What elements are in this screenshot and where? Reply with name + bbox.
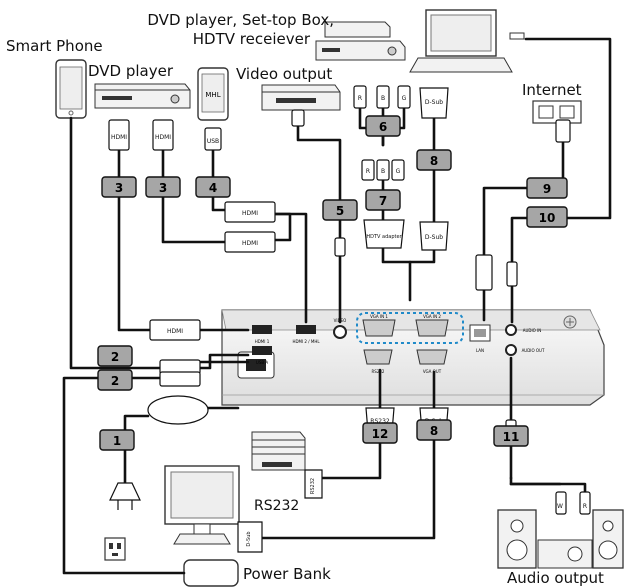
label-dvd-stb-line1: DVD player, Set-top Box, (86, 12, 334, 28)
r-text-top: R (358, 95, 362, 102)
hdmi-text-3: HDMI (167, 328, 183, 335)
hdtv-adapter-text: HDTV adapter (366, 234, 402, 240)
dsub-text-4: D-Sub (246, 531, 252, 546)
wall-outlet-icon (105, 538, 125, 560)
label-audio-output: Audio output (507, 570, 604, 586)
svg-text:2: 2 (111, 350, 119, 364)
monitor-icon (165, 466, 239, 544)
svg-text:8: 8 (430, 154, 438, 168)
port-label-audio-in: AUDIO IN (523, 328, 542, 333)
g-text-top: G (402, 95, 407, 102)
mhl-phone-icon: MHL (198, 68, 228, 120)
label-rs232: RS232 (254, 498, 299, 514)
badge-8b: 8 (417, 420, 451, 440)
hdmi-text-1: HDMI (111, 134, 127, 141)
r-text-bottom: R (366, 168, 370, 175)
svg-text:3: 3 (159, 181, 167, 195)
speakers-icon (498, 510, 623, 568)
badge-3b: 3 (146, 177, 180, 197)
b-text-bottom: B (381, 168, 385, 175)
b-text-top: B (381, 95, 385, 102)
label-smart-phone: Smart Phone (6, 38, 103, 54)
svg-text:7: 7 (379, 194, 387, 208)
port-label-hdmi1: HDMI 1 (255, 339, 270, 344)
badge-6: 6 (366, 116, 400, 136)
mhl-label: MHL (205, 91, 220, 99)
label-video-output: Video output (236, 66, 332, 82)
svg-text:8: 8 (430, 424, 438, 438)
svg-text:11: 11 (503, 430, 520, 444)
w-text: W (557, 503, 563, 510)
badge-12: 12 (363, 423, 397, 443)
badge-7: 7 (366, 190, 400, 210)
port-label-vga-in1: VGA IN 1 (370, 314, 388, 319)
svg-text:5: 5 (336, 204, 344, 218)
badge-4: 4 (196, 177, 230, 197)
svg-text:6: 6 (379, 120, 387, 134)
g-text-bottom: G (396, 168, 401, 175)
svg-text:4: 4 (209, 181, 217, 195)
vcr-icon (262, 85, 340, 110)
badge-1: 1 (100, 430, 134, 450)
svg-text:12: 12 (372, 427, 389, 441)
hdmi-text-4: HDMI (242, 210, 258, 217)
hdmi-text-2: HDMI (155, 134, 171, 141)
dsub-text-2: D-Sub (425, 234, 443, 241)
projector: HDMI 1 USB A HDMI 2 / MHL VIDEO VGA IN 1… (222, 310, 604, 405)
svg-text:10: 10 (539, 211, 556, 225)
power-bank-icon (184, 560, 238, 586)
badge-10: 10 (527, 207, 567, 227)
badge-3a: 3 (102, 177, 136, 197)
cables (64, 39, 610, 573)
badge-9: 9 (527, 178, 567, 198)
r-text-audio: R (583, 503, 587, 510)
port-label-vga-out: VGA OUT (423, 369, 442, 374)
badge-8a: 8 (417, 150, 451, 170)
badge-2a: 2 (98, 346, 132, 366)
port-label-usb-a: USB A (256, 360, 268, 365)
rs232-computer-icon (252, 432, 305, 470)
laptop-icon (410, 10, 524, 72)
svg-text:3: 3 (115, 181, 123, 195)
rs232-text-2: RS232 (310, 478, 316, 494)
port-label-lan: LAN (476, 348, 484, 353)
dvd-player-icon (95, 84, 190, 108)
badge-11: 11 (494, 426, 528, 446)
label-dvd-stb-line2: HDTV receiever (110, 31, 310, 47)
svg-text:1: 1 (113, 434, 121, 448)
port-label-audio-out: AUDIO OUT (522, 348, 545, 353)
svg-text:9: 9 (543, 182, 551, 196)
port-label-rs232: RS232 (372, 369, 385, 374)
badge-5: 5 (323, 200, 357, 220)
smartphone-icon (56, 60, 86, 118)
label-internet: Internet (522, 82, 582, 98)
label-dvd-player: DVD player (88, 63, 173, 79)
port-label-vga-in2: VGA IN 2 (423, 314, 441, 319)
usb-text: USB (207, 138, 219, 145)
hdmi-text-5: HDMI (242, 240, 258, 247)
label-power-bank: Power Bank (243, 566, 331, 582)
dsub-text-1: D-Sub (425, 99, 443, 106)
port-label-hdmi2: HDMI 2 / MHL (292, 339, 320, 344)
badge-2b: 2 (98, 370, 132, 390)
svg-text:2: 2 (111, 374, 119, 388)
